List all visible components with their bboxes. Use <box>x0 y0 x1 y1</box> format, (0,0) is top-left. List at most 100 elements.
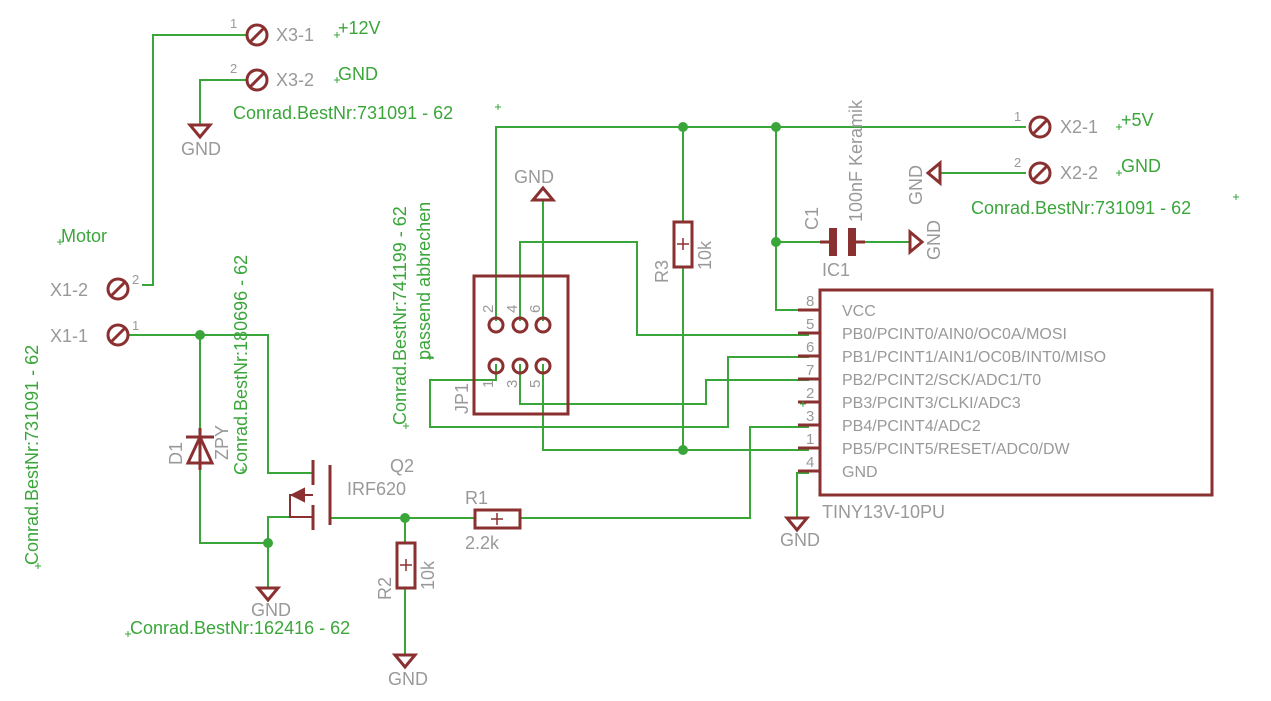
ic1-pin-label: PB5/PCINT5/RESET/ADC0/DW <box>842 441 1071 458</box>
resistor-r1: R1 2.2k <box>465 488 522 553</box>
jp1-header: 2 4 6 1 3 5 JP1 <box>452 274 570 416</box>
ic1-pin-label: PB4/PCINT4/ADC2 <box>842 418 981 435</box>
x1-order-number: Conrad.BestNr:731091 - 62 <box>22 345 42 565</box>
gnd-label: GND <box>181 139 221 159</box>
gnd-symbol: GND <box>514 167 557 202</box>
gnd-symbol: GND <box>780 516 820 550</box>
junction-dot <box>678 122 688 132</box>
x2-2-value: GND <box>1121 156 1161 176</box>
jp1-name: JP1 <box>452 383 472 414</box>
jp1-order-number: Conrad.BestNr:741199 - 62 <box>390 206 410 425</box>
r1-name: R1 <box>465 488 488 508</box>
jp1-pin: 3 <box>504 380 521 388</box>
jp1-pin: 1 <box>480 380 497 388</box>
connector-x1-2: 2 X1-2 <box>50 272 139 301</box>
wires <box>129 34 1026 656</box>
junction-dot <box>771 122 781 132</box>
connector-x3-2: 2 X3-2 GND <box>230 61 378 92</box>
junction-dot <box>678 445 688 455</box>
jp1-pin: 4 <box>504 305 521 313</box>
gnd-label: GND <box>388 669 428 689</box>
q2-value: IRF620 <box>347 479 406 499</box>
connector-x1-1: 1 X1-1 <box>50 318 139 347</box>
junction-dot <box>263 538 273 548</box>
connector-x2-2: 2 X2-2 GND <box>1014 155 1161 185</box>
gnd-symbol: GND <box>908 220 944 260</box>
junction-dot <box>400 513 410 523</box>
pin-number: 1 <box>132 318 139 333</box>
pin-number: 2 <box>230 61 237 76</box>
x1-2-name: X1-2 <box>50 280 88 300</box>
x1-value-motor: Motor <box>61 226 107 246</box>
ic1-pin-number: 6 <box>806 339 814 356</box>
ic1-pin-label: PB1/PCINT1/AIN1/OC0B/INT0/MISO <box>842 349 1106 366</box>
pin-number: 1 <box>1014 109 1021 124</box>
pin-number: 2 <box>1014 155 1021 170</box>
x3-1-value: +12V <box>338 18 381 38</box>
x2-2-name: X2-2 <box>1060 163 1098 183</box>
ic1-pin-number: 3 <box>806 408 814 425</box>
x1-1-name: X1-1 <box>50 326 88 346</box>
r3-value: 10k <box>695 240 715 270</box>
gnd-symbol: GND <box>181 123 221 159</box>
x3-2-value: GND <box>338 64 378 84</box>
junction-dot <box>195 330 205 340</box>
gnd-symbol: GND <box>388 653 428 689</box>
d1-value: ZPY <box>212 425 232 460</box>
c1-value: 100nF Keramik <box>846 99 866 222</box>
pin-number: 2 <box>132 272 139 287</box>
ic1-pin-label: GND <box>842 464 878 481</box>
origin-markers <box>35 32 1239 637</box>
ic1-pin-label: VCC <box>842 303 876 320</box>
gnd-label: GND <box>906 165 926 205</box>
connector-x3-1: 1 X3-1 +12V <box>230 16 381 47</box>
gnd-symbol: GND <box>251 586 291 620</box>
ic1-pin-number: 8 <box>806 293 814 310</box>
jp1-pin: 6 <box>527 305 544 313</box>
x3-2-name: X3-2 <box>276 70 314 90</box>
ic1-pin-label: PB3/PCINT3/CLKI/ADC3 <box>842 395 1021 412</box>
r3-name: R3 <box>652 260 672 283</box>
r1-value: 2.2k <box>465 533 500 553</box>
capacitor-c1: C1 100nF Keramik <box>802 99 866 256</box>
gnd-symbol: GND <box>906 159 942 205</box>
ic1-pin-number: 7 <box>806 362 814 379</box>
d1-name: D1 <box>166 442 186 465</box>
r2-name: R2 <box>375 577 395 600</box>
d1-order-number: Conrad.BestNr:180696 - 62 <box>231 255 251 475</box>
resistor-r3: R3 10k <box>652 220 715 283</box>
connector-x2-1: 1 X2-1 +5V <box>1014 109 1154 139</box>
diode-d1: D1 ZPY <box>166 425 232 470</box>
ic1-pin-label: PB2/PCINT2/SCK/ADC1/T0 <box>842 372 1041 389</box>
resistor-r2: R2 10k <box>375 541 438 600</box>
jp1-note: passend abbrechen <box>414 202 434 360</box>
gnd-label: GND <box>514 167 554 187</box>
x3-order-number: Conrad.BestNr:731091 - 62 <box>233 103 453 123</box>
x3-1-name: X3-1 <box>276 25 314 45</box>
r2-value: 10k <box>418 560 438 590</box>
ic1-name: IC1 <box>822 260 850 280</box>
c1-name: C1 <box>802 207 822 230</box>
ic1-pin-number: 2 <box>806 385 814 402</box>
junction-dots <box>195 122 781 548</box>
junction-dot <box>771 237 781 247</box>
q2-order-number: Conrad.BestNr:162416 - 62 <box>130 618 350 638</box>
gnd-label: GND <box>251 600 291 620</box>
ic1-value: TINY13V-10PU <box>822 502 945 522</box>
x2-1-value: +5V <box>1121 110 1154 130</box>
jp1-pin: 5 <box>527 380 544 388</box>
gnd-label: GND <box>780 530 820 550</box>
x2-order-number: Conrad.BestNr:731091 - 62 <box>971 198 1191 218</box>
ic1-pin-number: 1 <box>806 431 814 448</box>
ic1-pin-number: 5 <box>806 316 814 333</box>
q2-name: Q2 <box>390 456 414 476</box>
ic1-pin-label: PB0/PCINT0/AIN0/OC0A/MOSI <box>842 326 1067 343</box>
ic1-pin-number: 4 <box>806 454 814 471</box>
jp1-pin: 2 <box>480 305 497 313</box>
pin-number: 1 <box>230 16 237 31</box>
gnd-label: GND <box>924 220 944 260</box>
mosfet-q2: Q2 IRF620 <box>289 456 414 530</box>
